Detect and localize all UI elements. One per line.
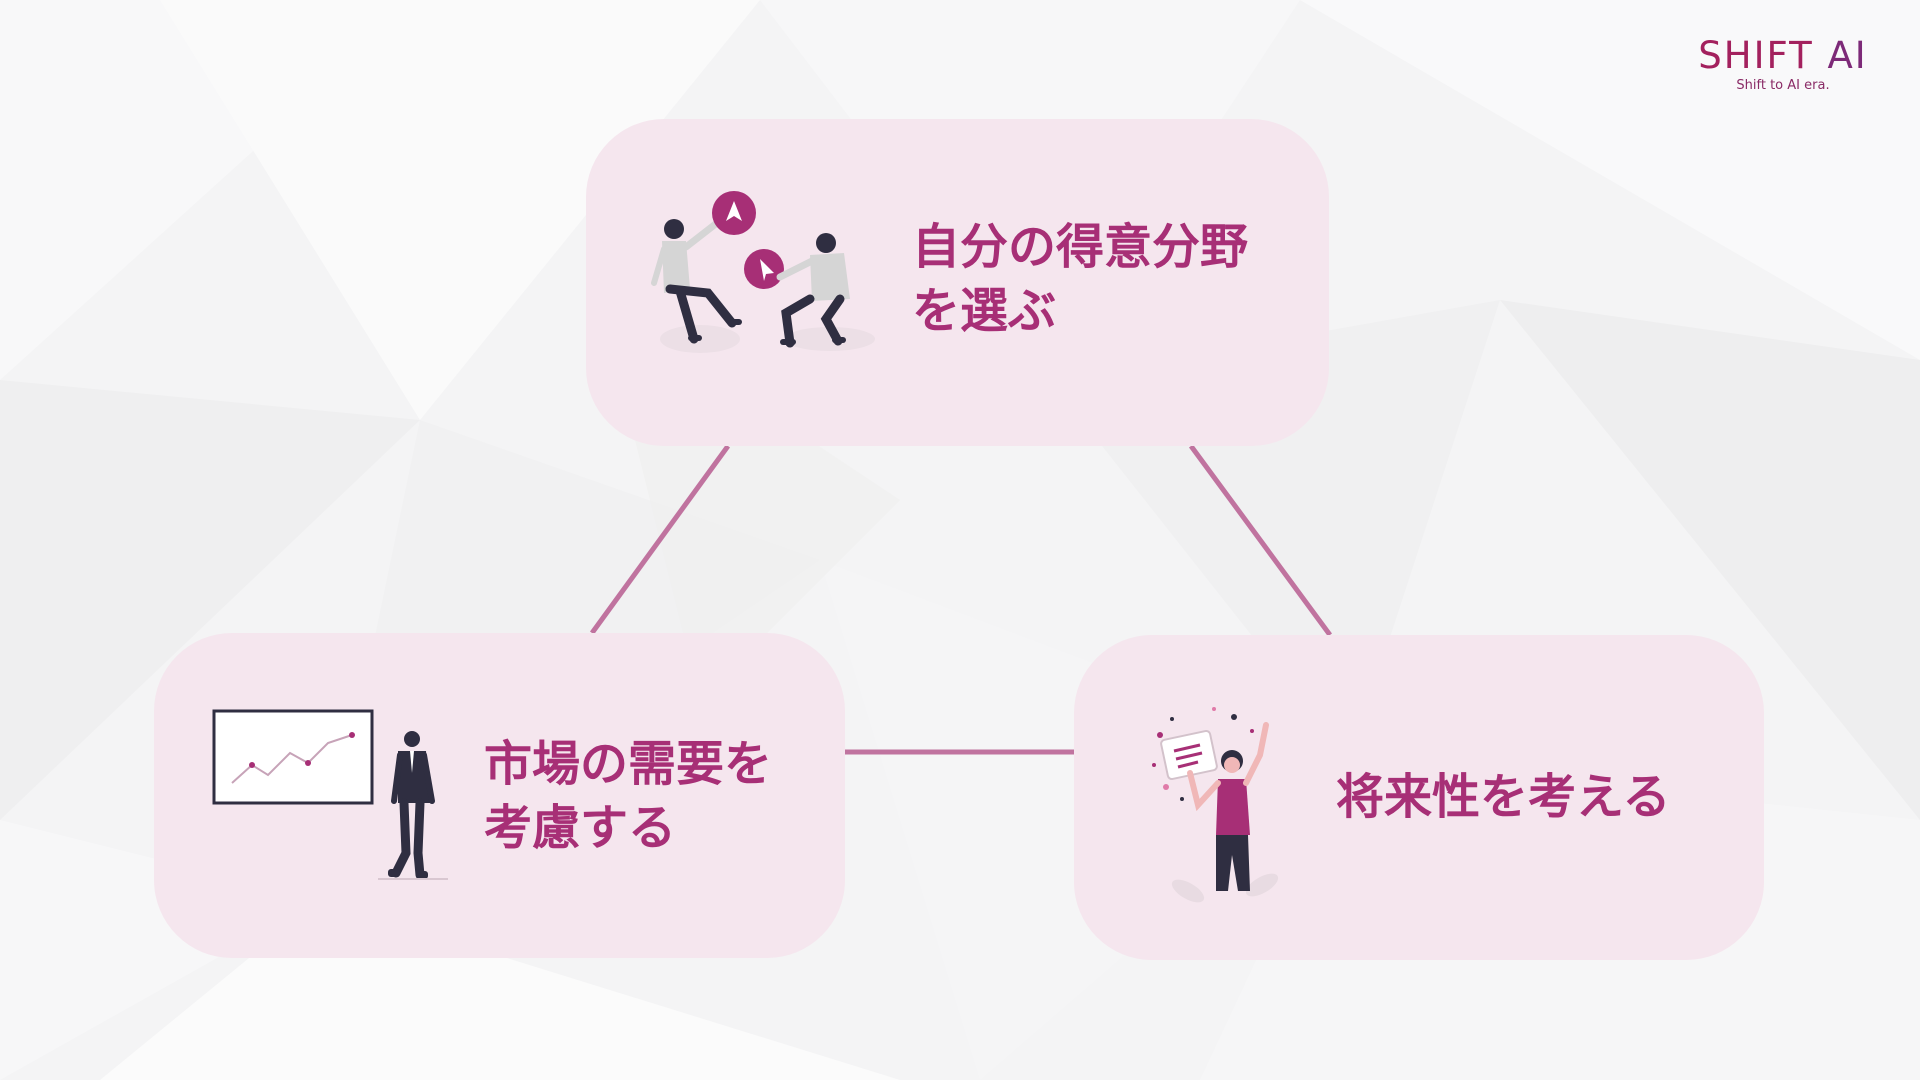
node-label-line-2: 考慮する bbox=[484, 800, 677, 856]
logo-wordmark: SHIFT AI bbox=[1688, 36, 1878, 76]
two-people-choosing-illustration bbox=[651, 191, 875, 353]
logo-ai: AI bbox=[1827, 34, 1868, 77]
node-label: 将来性を考える bbox=[1336, 765, 1671, 829]
connector-top-to-right bbox=[1188, 444, 1333, 637]
logo-shift: SHIFT bbox=[1698, 34, 1814, 77]
node-market-demand: 市場の需要を 考慮する bbox=[154, 633, 845, 958]
node-label-line-1: 自分の得意分野 bbox=[912, 219, 1249, 275]
businessman-chart-illustration bbox=[212, 709, 448, 880]
node-label: 自分の得意分野 を選ぶ bbox=[912, 215, 1248, 343]
node-future-potential: 将来性を考える bbox=[1074, 635, 1764, 960]
node-label-line-1: 市場の需要を bbox=[484, 736, 773, 792]
connector-top-to-left bbox=[589, 444, 731, 635]
logo-tagline: Shift to AI era. bbox=[1736, 78, 1830, 93]
brand-logo: SHIFT AI Shift to AI era. bbox=[1688, 36, 1878, 94]
node-label: 市場の需要を 考慮する bbox=[484, 732, 772, 860]
woman-celebrating-illustration bbox=[1152, 707, 1279, 903]
node-label-line-1: 将来性を考える bbox=[1336, 769, 1671, 825]
node-label-line-2: を選ぶ bbox=[912, 283, 1057, 339]
node-choose-strength: 自分の得意分野 を選ぶ bbox=[586, 119, 1329, 446]
